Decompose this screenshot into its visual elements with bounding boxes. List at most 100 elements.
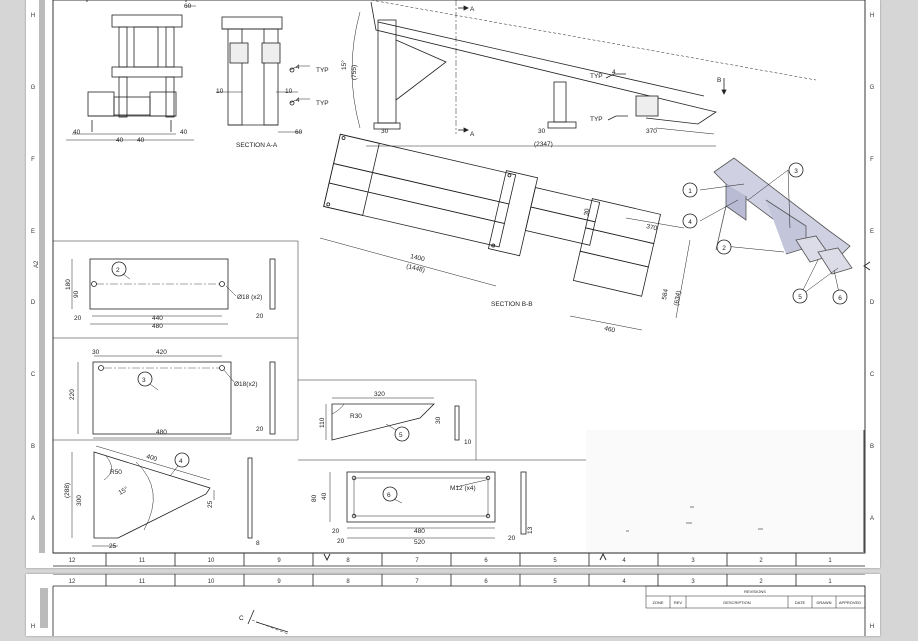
balloon-text: 3 xyxy=(794,168,798,175)
sheet-2-drawing: 12 11 10 9 8 7 6 5 4 3 2 1 H H REVISIONS… xyxy=(31,573,874,636)
column-zone-lines-2 xyxy=(105,574,797,586)
row-label: D xyxy=(31,300,36,306)
weld-note: TYP xyxy=(590,73,603,80)
section-arrow: A xyxy=(470,6,475,13)
dim-label: 40 xyxy=(116,137,124,144)
dim-label: 15° xyxy=(117,485,130,497)
weld-size: 4 xyxy=(296,97,300,104)
dim-label: 30 xyxy=(583,208,591,217)
balloon-text: 1 xyxy=(688,188,692,195)
row-label: H xyxy=(31,13,35,19)
row-label: H xyxy=(870,624,874,630)
revisions-labels: REVISIONS ZONE REV DESCRIPTION DATE DRAW… xyxy=(652,589,861,605)
balloon-1 xyxy=(682,182,698,198)
dim-label: 20 xyxy=(332,528,340,535)
side-view-labels: A A B 15° (755) 30 30 (2347) 370 4 TYP T… xyxy=(340,6,721,148)
dim-label: (288) xyxy=(64,483,71,498)
part-4-view xyxy=(71,445,253,547)
balloon-text: 5 xyxy=(798,294,802,301)
dim-label: 584 xyxy=(661,288,670,300)
dim-label: 20 xyxy=(74,315,82,322)
col-label: 6 xyxy=(484,558,488,564)
col-label: 3 xyxy=(691,558,695,564)
dim-label: 110 xyxy=(319,417,326,428)
dim-label: 20 xyxy=(508,535,516,542)
side-view xyxy=(351,0,817,147)
part-5-view xyxy=(325,397,460,442)
balloon-text: 2 xyxy=(116,267,120,274)
column-zone-labels-2: 12 11 10 9 8 7 6 5 4 3 2 1 xyxy=(69,579,833,585)
isometric-view xyxy=(699,157,853,298)
balloon-text: 3 xyxy=(142,377,146,384)
balloon-text: 4 xyxy=(688,219,692,226)
dim-label: 10 xyxy=(216,88,224,95)
dim-label: 420 xyxy=(156,349,167,356)
section-aa-view xyxy=(216,16,310,133)
dim-label: 10 xyxy=(285,88,293,95)
weld-note: TYP xyxy=(316,100,329,107)
dim-label: 25 xyxy=(207,500,214,508)
row-zone-labels-left: H G F E D C B A xyxy=(31,13,36,522)
balloon-5 xyxy=(792,288,808,304)
col-label: 12 xyxy=(69,579,76,585)
balloon-text: 4 xyxy=(179,458,183,465)
part-5-labels: 5 320 R30 110 30 10 xyxy=(319,391,472,446)
dim-label: 30 xyxy=(381,128,389,135)
dim-label: 60 xyxy=(295,129,303,136)
dim-label: (2347) xyxy=(534,141,553,148)
part-3-view xyxy=(77,355,276,439)
row-label: H xyxy=(31,624,35,630)
col-label: 4 xyxy=(622,558,626,564)
dim-label: 13 xyxy=(527,526,534,534)
row-label: E xyxy=(870,229,874,235)
col-label: 8 xyxy=(346,558,350,564)
col-label: 5 xyxy=(553,579,557,585)
section-bb-dims xyxy=(319,217,691,331)
section-title: SECTION B-B xyxy=(491,301,533,308)
col-label: 10 xyxy=(208,579,215,585)
col-label: 11 xyxy=(139,579,146,585)
col-label: 11 xyxy=(139,558,146,564)
row-label: F xyxy=(31,157,35,163)
dim-label: 480 xyxy=(156,429,167,436)
weld-note: TYP xyxy=(590,116,603,123)
section-bb-view xyxy=(323,133,661,297)
row-label: A xyxy=(870,516,874,522)
col-label: 8 xyxy=(346,579,350,585)
hole-callout: Ø18 (x2) xyxy=(237,294,262,301)
section-arrow: C xyxy=(239,615,244,622)
dim-label: 300 xyxy=(76,495,83,506)
sheet-1-drawing: 12 11 10 9 8 7 6 5 4 3 2 1 H G F E D C B… xyxy=(31,0,875,567)
weld-note: TYP xyxy=(316,67,329,74)
dim-label: 220 xyxy=(69,389,76,400)
revisions-title: REVISIONS xyxy=(744,589,766,594)
hole-callout: Ø18(x2) xyxy=(234,381,257,388)
front-view xyxy=(66,0,196,141)
drawing-sheet-2: 12 11 10 9 8 7 6 5 4 3 2 1 H H REVISIONS… xyxy=(26,573,880,636)
balloon-text: 5 xyxy=(399,432,403,439)
section-arrow: A xyxy=(470,131,475,138)
part-6-labels: 6 M12 (x4) 80 40 20 20 480 520 20 13 xyxy=(311,485,534,546)
row-label: B xyxy=(31,444,35,450)
col-label: 2 xyxy=(759,558,763,564)
dim-label: 80 xyxy=(311,494,318,502)
dim-label: 440 xyxy=(152,315,163,322)
dim-label: 15° xyxy=(340,60,348,70)
dim-label: 30 xyxy=(92,349,100,356)
dim-label: 320 xyxy=(374,391,385,398)
blank-region xyxy=(586,430,864,552)
balloon-text: 6 xyxy=(838,295,842,302)
dim-label: 20 xyxy=(337,538,345,545)
dim-label: 30 xyxy=(538,128,546,135)
balloon-6 xyxy=(832,289,848,305)
row-label: A xyxy=(31,516,35,522)
dim-label: 480 xyxy=(152,323,163,330)
dim-label: 520 xyxy=(414,539,425,546)
col-label: 7 xyxy=(415,579,419,585)
revisions-table xyxy=(645,585,866,609)
col-label: 12 xyxy=(69,558,76,564)
row-label: E xyxy=(31,229,35,235)
row-label: G xyxy=(870,85,875,91)
dim-label: 25 xyxy=(109,543,117,550)
dim-label: 370 xyxy=(646,128,657,135)
